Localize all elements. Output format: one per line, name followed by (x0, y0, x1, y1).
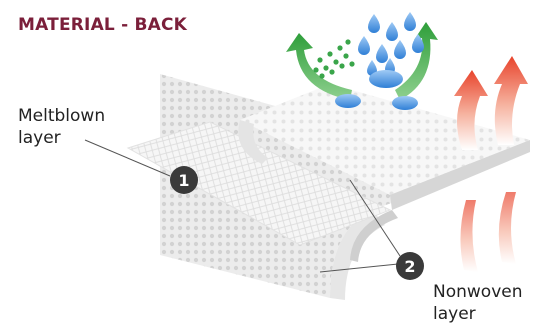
heat-arrow-icon (454, 56, 528, 272)
top-sheet (240, 84, 530, 195)
meltblown-layer-label: Meltblown layer (18, 105, 105, 149)
marker-2-number: 2 (404, 257, 415, 276)
marker-1-number: 1 (178, 171, 189, 190)
nonwoven-layer-label: Nonwoven layer (433, 281, 523, 325)
water-drops-icon (335, 12, 424, 110)
diagram-title: MATERIAL - BACK (18, 15, 188, 35)
meltblown-label-line1: Meltblown (18, 106, 106, 126)
meltblown-sheet (126, 121, 392, 246)
particles-icon (313, 39, 355, 79)
meltblown-label-line2: layer (18, 128, 61, 148)
top-sheet-fold (350, 210, 398, 262)
nonwoven-leader-line-top (349, 179, 401, 257)
top-sheet-edge (390, 140, 530, 210)
nonwoven-leader-line-bottom (319, 263, 399, 273)
nonwoven-label-line1: Nonwoven (433, 282, 523, 302)
marker-1: 1 (170, 166, 198, 194)
nonwoven-label-line2: layer (433, 304, 476, 324)
meltblown-leader-line (84, 139, 171, 177)
air-flow-arrow-icon (286, 22, 438, 100)
marker-2: 2 (396, 252, 424, 280)
top-sheet-curl (238, 120, 268, 164)
